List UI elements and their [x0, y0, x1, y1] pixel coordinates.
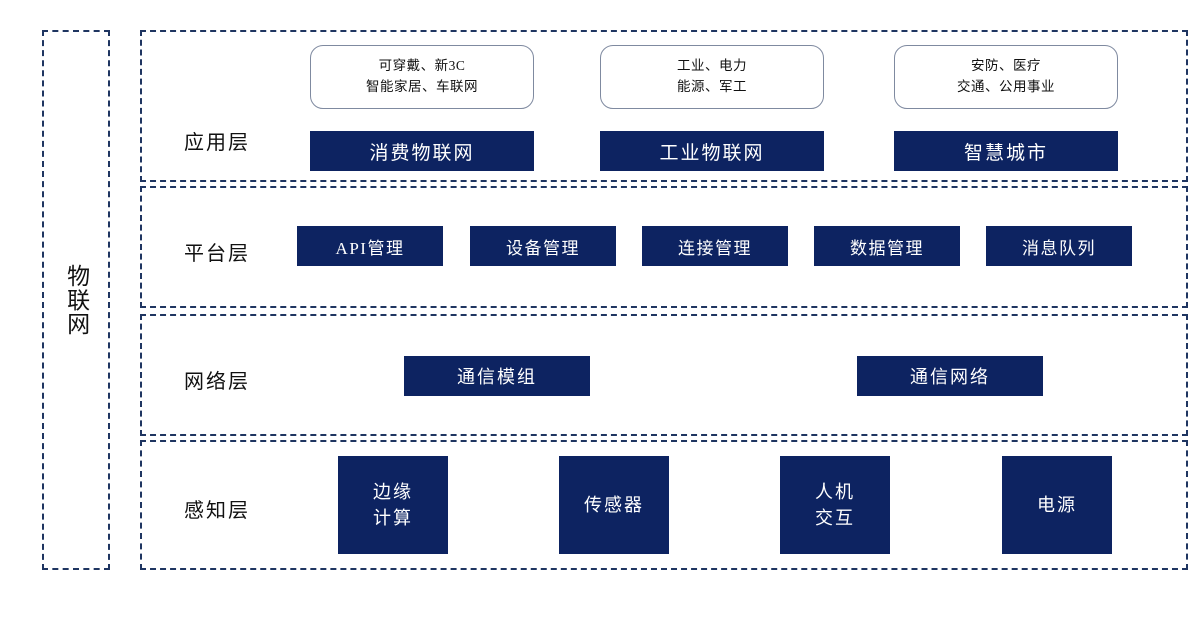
perception-box-human-machine-interaction-line2: 交互 — [815, 508, 855, 528]
perception-box-power-supply-line1: 电源 — [1037, 494, 1077, 515]
layer-platform: 平台层 API管理 设备管理 连接管理 数据管理 消息队列 — [140, 186, 1188, 308]
platform-box-message-queue[interactable]: 消息队列 — [986, 226, 1132, 266]
perception-box-power-supply[interactable]: 电源 — [1002, 456, 1112, 554]
layer-perception: 感知层 边缘 计算 传感器 人机 交互 电源 — [140, 440, 1188, 570]
layer-platform-title: 平台层 — [184, 243, 250, 265]
application-tag-line-2-0: 安防、医疗 — [971, 58, 1041, 74]
perception-box-sensor-line1: 传感器 — [584, 494, 644, 515]
application-tag-line-1-1: 能源、军工 — [677, 79, 747, 94]
application-tag-box-0: 可穿戴、新3C 智能家居、车联网 — [310, 45, 534, 109]
application-tag-line-2-1: 交通、公用事业 — [957, 79, 1055, 94]
platform-box-data-management[interactable]: 数据管理 — [814, 226, 960, 266]
perception-box-human-machine-interaction-line1: 人机 — [815, 481, 855, 502]
application-box-industrial-iot[interactable]: 工业物联网 — [600, 131, 824, 171]
application-box-smart-city[interactable]: 智慧城市 — [894, 131, 1118, 171]
layer-application-title: 应用层 — [184, 132, 250, 154]
application-tag-box-1: 工业、电力 能源、军工 — [600, 45, 824, 109]
network-box-communication-network[interactable]: 通信网络 — [857, 356, 1043, 396]
iot-spine-label: 物联网 — [63, 264, 89, 336]
layer-application: 应用层 可穿戴、新3C 智能家居、车联网 消费物联网 工业、电力 能源、军工 工… — [140, 30, 1188, 182]
perception-box-edge-computing-line2: 计算 — [373, 508, 413, 528]
application-column-1: 工业、电力 能源、军工 工业物联网 — [600, 45, 824, 171]
application-tag-line-0-1: 智能家居、车联网 — [366, 79, 478, 94]
application-tag-box-2: 安防、医疗 交通、公用事业 — [894, 45, 1118, 109]
network-box-communication-module[interactable]: 通信模组 — [404, 356, 590, 396]
perception-box-edge-computing[interactable]: 边缘 计算 — [338, 456, 448, 554]
application-tag-line-1-0: 工业、电力 — [677, 58, 747, 74]
platform-box-api-management[interactable]: API管理 — [297, 226, 443, 266]
perception-box-edge-computing-line1: 边缘 — [373, 481, 413, 502]
application-column-0: 可穿戴、新3C 智能家居、车联网 消费物联网 — [310, 45, 534, 171]
perception-box-sensor[interactable]: 传感器 — [559, 456, 669, 554]
application-column-2: 安防、医疗 交通、公用事业 智慧城市 — [894, 45, 1118, 171]
layer-network: 网络层 通信模组 通信网络 — [140, 314, 1188, 436]
perception-box-human-machine-interaction[interactable]: 人机 交互 — [780, 456, 890, 554]
layer-network-title: 网络层 — [184, 371, 250, 393]
layer-perception-title: 感知层 — [184, 500, 250, 522]
application-tag-line-0-0: 可穿戴、新3C — [378, 58, 466, 74]
application-box-consumer-iot[interactable]: 消费物联网 — [310, 131, 534, 171]
platform-box-connection-management[interactable]: 连接管理 — [642, 226, 788, 266]
platform-box-device-management[interactable]: 设备管理 — [470, 226, 616, 266]
iot-spine-container: 物联网 — [42, 30, 110, 570]
